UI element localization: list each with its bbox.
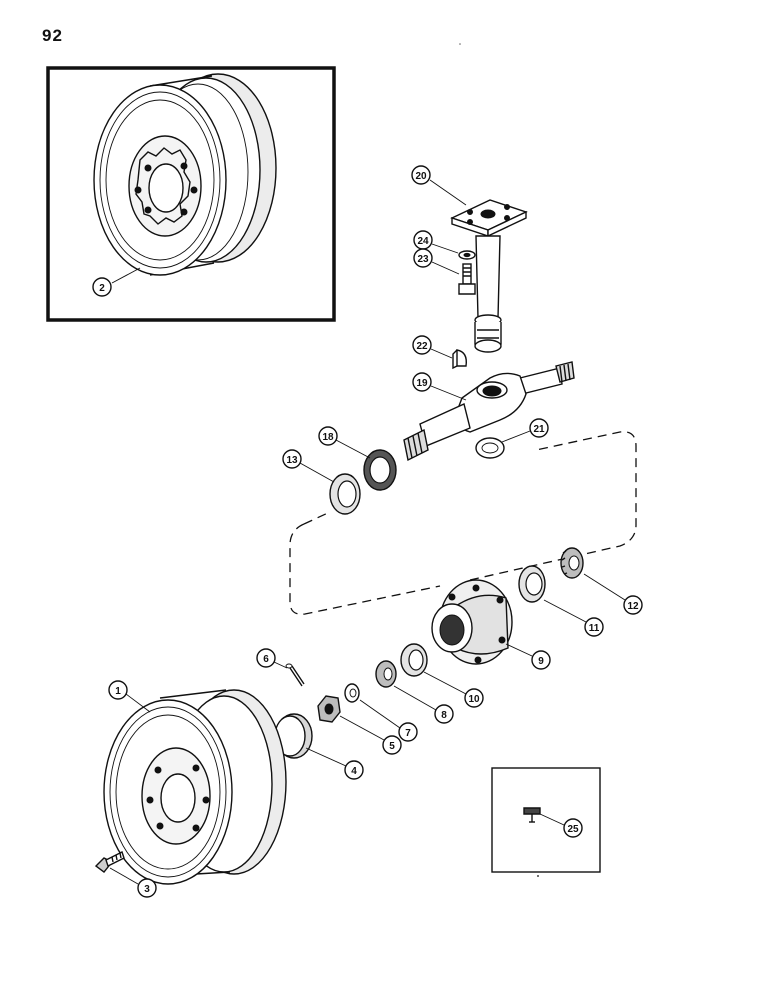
- bolt-23: [458, 263, 476, 295]
- svg-text:10: 10: [468, 694, 480, 705]
- bearing-cup-11: [518, 565, 546, 603]
- bearing-cone-8: [375, 660, 397, 688]
- svg-text:1: 1: [115, 686, 121, 697]
- callout-18: 18: [318, 426, 338, 446]
- callout-23: 23: [413, 248, 433, 268]
- svg-text:3: 3: [144, 884, 150, 895]
- inset-rim-wheel: [93, 73, 277, 276]
- svg-text:12: 12: [627, 601, 639, 612]
- wheel-bolt-3: [94, 851, 125, 873]
- svg-text:8: 8: [441, 710, 447, 721]
- callout-12: 12: [623, 595, 643, 615]
- cotter-pin-6: [285, 663, 305, 687]
- bearing-cup-10: [400, 643, 428, 677]
- svg-text:25: 25: [567, 824, 579, 835]
- inset-box-rim: 2: [46, 66, 336, 322]
- spindle-part-20: [450, 199, 528, 353]
- svg-text:2: 2: [99, 283, 105, 294]
- callout-1: 1: [108, 680, 128, 700]
- svg-text:24: 24: [417, 236, 429, 247]
- callout-10: 10: [464, 688, 484, 708]
- inset-box-valve-stem: 25: [491, 767, 601, 873]
- callout-2: 2: [92, 277, 112, 297]
- callout-19: 19: [412, 372, 432, 392]
- svg-text:20: 20: [415, 171, 427, 182]
- callout-3: 3: [137, 878, 157, 898]
- callout-13: 13: [282, 449, 302, 469]
- callout-6: 6: [256, 648, 276, 668]
- wheel-rim-1: [103, 689, 287, 885]
- bearing-cup-13: [329, 473, 361, 515]
- svg-text:6: 6: [263, 654, 269, 665]
- callout-21: 21: [529, 418, 549, 438]
- svg-text:19: 19: [416, 378, 428, 389]
- callout-4: 4: [344, 760, 364, 780]
- svg-text:13: 13: [286, 455, 298, 466]
- seal-18: [363, 449, 397, 491]
- svg-text:7: 7: [405, 728, 411, 739]
- svg-text:18: 18: [322, 432, 334, 443]
- lock-washer-24: [458, 250, 476, 260]
- svg-text:22: 22: [416, 341, 428, 352]
- callout-25: 25: [563, 818, 583, 838]
- key-22: [452, 349, 467, 370]
- svg-text:4: 4: [351, 766, 357, 777]
- bearing-cone-12: [560, 547, 584, 579]
- callout-24: 24: [413, 230, 433, 250]
- valve-stem-25: [523, 807, 541, 823]
- callout-8: 8: [434, 704, 454, 724]
- svg-text:5: 5: [389, 741, 395, 752]
- callout-5: 5: [382, 735, 402, 755]
- callout-11: 11: [584, 617, 604, 637]
- svg-text:9: 9: [538, 656, 544, 667]
- castle-nut-5: [317, 695, 341, 723]
- callout-20: 20: [411, 165, 431, 185]
- hub-9: [431, 579, 513, 665]
- callout-22: 22: [412, 335, 432, 355]
- assembly-group-outline: [289, 431, 637, 615]
- washer-7: [344, 683, 360, 703]
- washer-21: [475, 437, 505, 459]
- svg-text:11: 11: [589, 623, 600, 634]
- page-number: 92: [42, 26, 63, 45]
- svg-text:21: 21: [533, 424, 545, 435]
- svg-text:23: 23: [417, 254, 429, 265]
- callout-7: 7: [398, 722, 418, 742]
- callout-9: 9: [531, 650, 551, 670]
- axle-arm-19: [403, 361, 575, 462]
